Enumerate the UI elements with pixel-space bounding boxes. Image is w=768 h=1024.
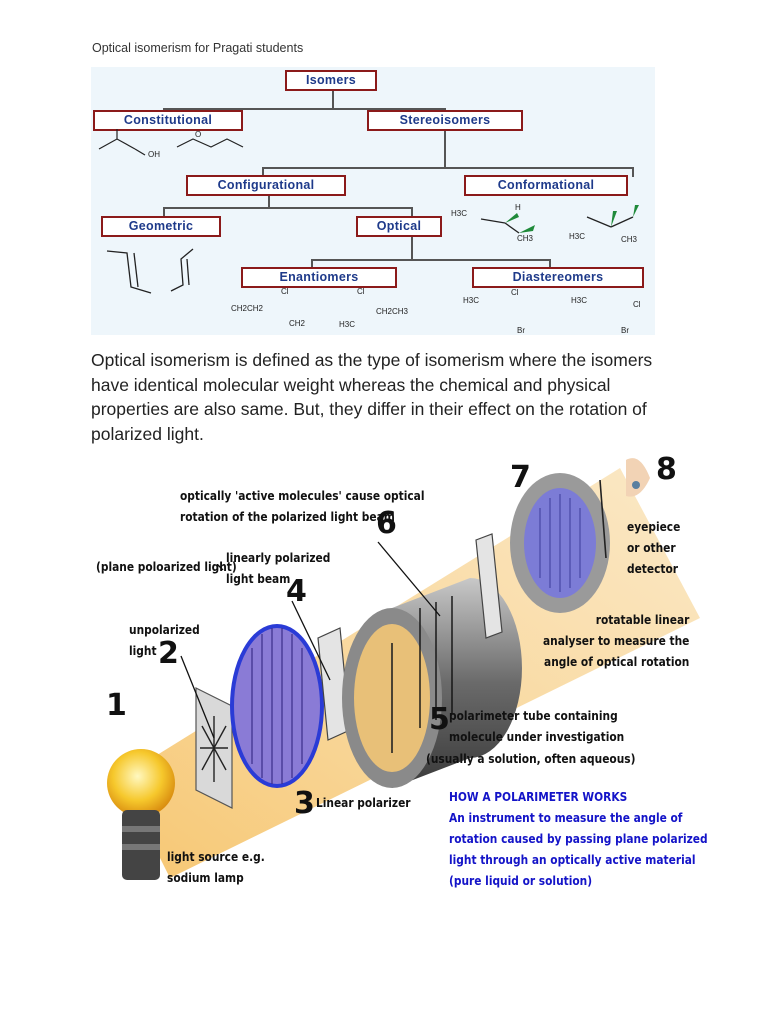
label-linearly-polarized: linearly polarized light beam: [226, 547, 330, 589]
label-1a: light source e.g.: [167, 846, 265, 867]
chem-br-dia1: Br: [517, 326, 525, 335]
label-7c: angle of optical rotation: [543, 651, 689, 672]
chem-cl-dia2: Cl: [633, 300, 641, 309]
number-8: 8: [656, 452, 677, 487]
label-plane-polarized: (plane poloarized light): [96, 556, 237, 577]
chem-cl-enan2: Cl: [357, 287, 365, 296]
chem-ch2ch3-right: CH2CH3: [376, 307, 408, 316]
label-linear-polarizer: Linear polarizer: [316, 792, 411, 813]
label-5c: (usually a solution, often aqueous): [426, 748, 635, 769]
label-1b: sodium lamp: [167, 867, 265, 888]
chem-oh: OH: [148, 150, 160, 159]
label-6b: rotation of the polarized light beam: [180, 506, 424, 527]
label-2a: unpolarized: [129, 619, 200, 640]
chem-br-dia2: Br: [621, 326, 629, 335]
label-rotatable-analyser: rotatable linear analyser to measure the…: [543, 609, 689, 672]
number-3: 3: [294, 786, 315, 821]
chem-ch2: CH2: [289, 319, 305, 328]
label-5a: polarimeter tube containing: [449, 705, 624, 726]
label-optically-active: optically 'active molecules' cause optic…: [180, 485, 424, 527]
label-polarimeter-tube: polarimeter tube containing molecule und…: [449, 705, 624, 747]
number-5: 5: [429, 702, 450, 737]
box-optical: Optical: [356, 216, 442, 237]
polarimeter-diagram: 1 2 3 4 5 6 7 8 light source e.g. sodium…: [0, 448, 768, 918]
chem-h3c-enan: H3C: [339, 320, 355, 329]
how-line-2: rotation caused by passing plane polariz…: [449, 828, 708, 849]
label-2b: light: [129, 640, 200, 661]
chem-cl-enan1: Cl: [281, 287, 289, 296]
box-stereoisomers: Stereoisomers: [367, 110, 523, 131]
how-title: HOW A POLARIMETER WORKS: [449, 786, 708, 807]
box-conformational: Conformational: [464, 175, 628, 196]
label-4c: light beam: [226, 568, 330, 589]
chem-h3c-dia2: H3C: [571, 296, 587, 305]
chem-ch3-conf1: CH3: [517, 234, 533, 243]
label-unpolarized: unpolarized light: [129, 619, 200, 661]
label-6a: optically 'active molecules' cause optic…: [180, 485, 424, 506]
label-7a: rotatable linear: [543, 609, 689, 630]
box-geometric: Geometric: [101, 216, 221, 237]
box-isomers: Isomers: [285, 70, 377, 91]
how-polarimeter-works: HOW A POLARIMETER WORKS An instrument to…: [449, 786, 708, 891]
label-8a: eyepiece: [627, 516, 680, 537]
how-line-4: (pure liquid or solution): [449, 870, 708, 891]
intro-paragraph: Optical isomerism is defined as the type…: [91, 348, 691, 446]
box-configurational: Configurational: [186, 175, 346, 196]
chem-h3c-dia1: H3C: [463, 296, 479, 305]
constitutional-molecules-sketch: [91, 127, 271, 167]
chem-h3c-conf2: H3C: [569, 232, 585, 241]
box-enantiomers: Enantiomers: [241, 267, 397, 288]
label-7b: analyser to measure the: [543, 630, 689, 651]
number-1: 1: [106, 688, 127, 723]
box-diastereomers: Diastereomers: [472, 267, 644, 288]
document-header: Optical isomerism for Pragati students: [92, 41, 303, 55]
label-8b: or other: [627, 537, 680, 558]
label-light-source: light source e.g. sodium lamp: [167, 846, 265, 888]
isomer-tree-diagram: Isomers Constitutional Stereoisomers Con…: [91, 67, 655, 335]
how-line-3: light through an optically active materi…: [449, 849, 708, 870]
chem-ch3-conf2: CH3: [621, 235, 637, 244]
chem-o: O: [195, 130, 201, 139]
number-7: 7: [510, 460, 531, 495]
chem-cl-dia1: Cl: [511, 288, 519, 297]
chem-ch2ch3-left: CH2CH2: [231, 304, 263, 313]
label-5b: molecule under investigation: [449, 726, 624, 747]
how-line-1: An instrument to measure the angle of: [449, 807, 708, 828]
label-eyepiece: eyepiece or other detector: [627, 516, 680, 579]
label-8c: detector: [627, 558, 680, 579]
geometric-isomers-sketch: [101, 239, 221, 299]
chem-h-conf1: H: [515, 203, 521, 212]
label-4b: linearly polarized: [226, 547, 330, 568]
chem-h3c-conf1: H3C: [451, 209, 467, 218]
